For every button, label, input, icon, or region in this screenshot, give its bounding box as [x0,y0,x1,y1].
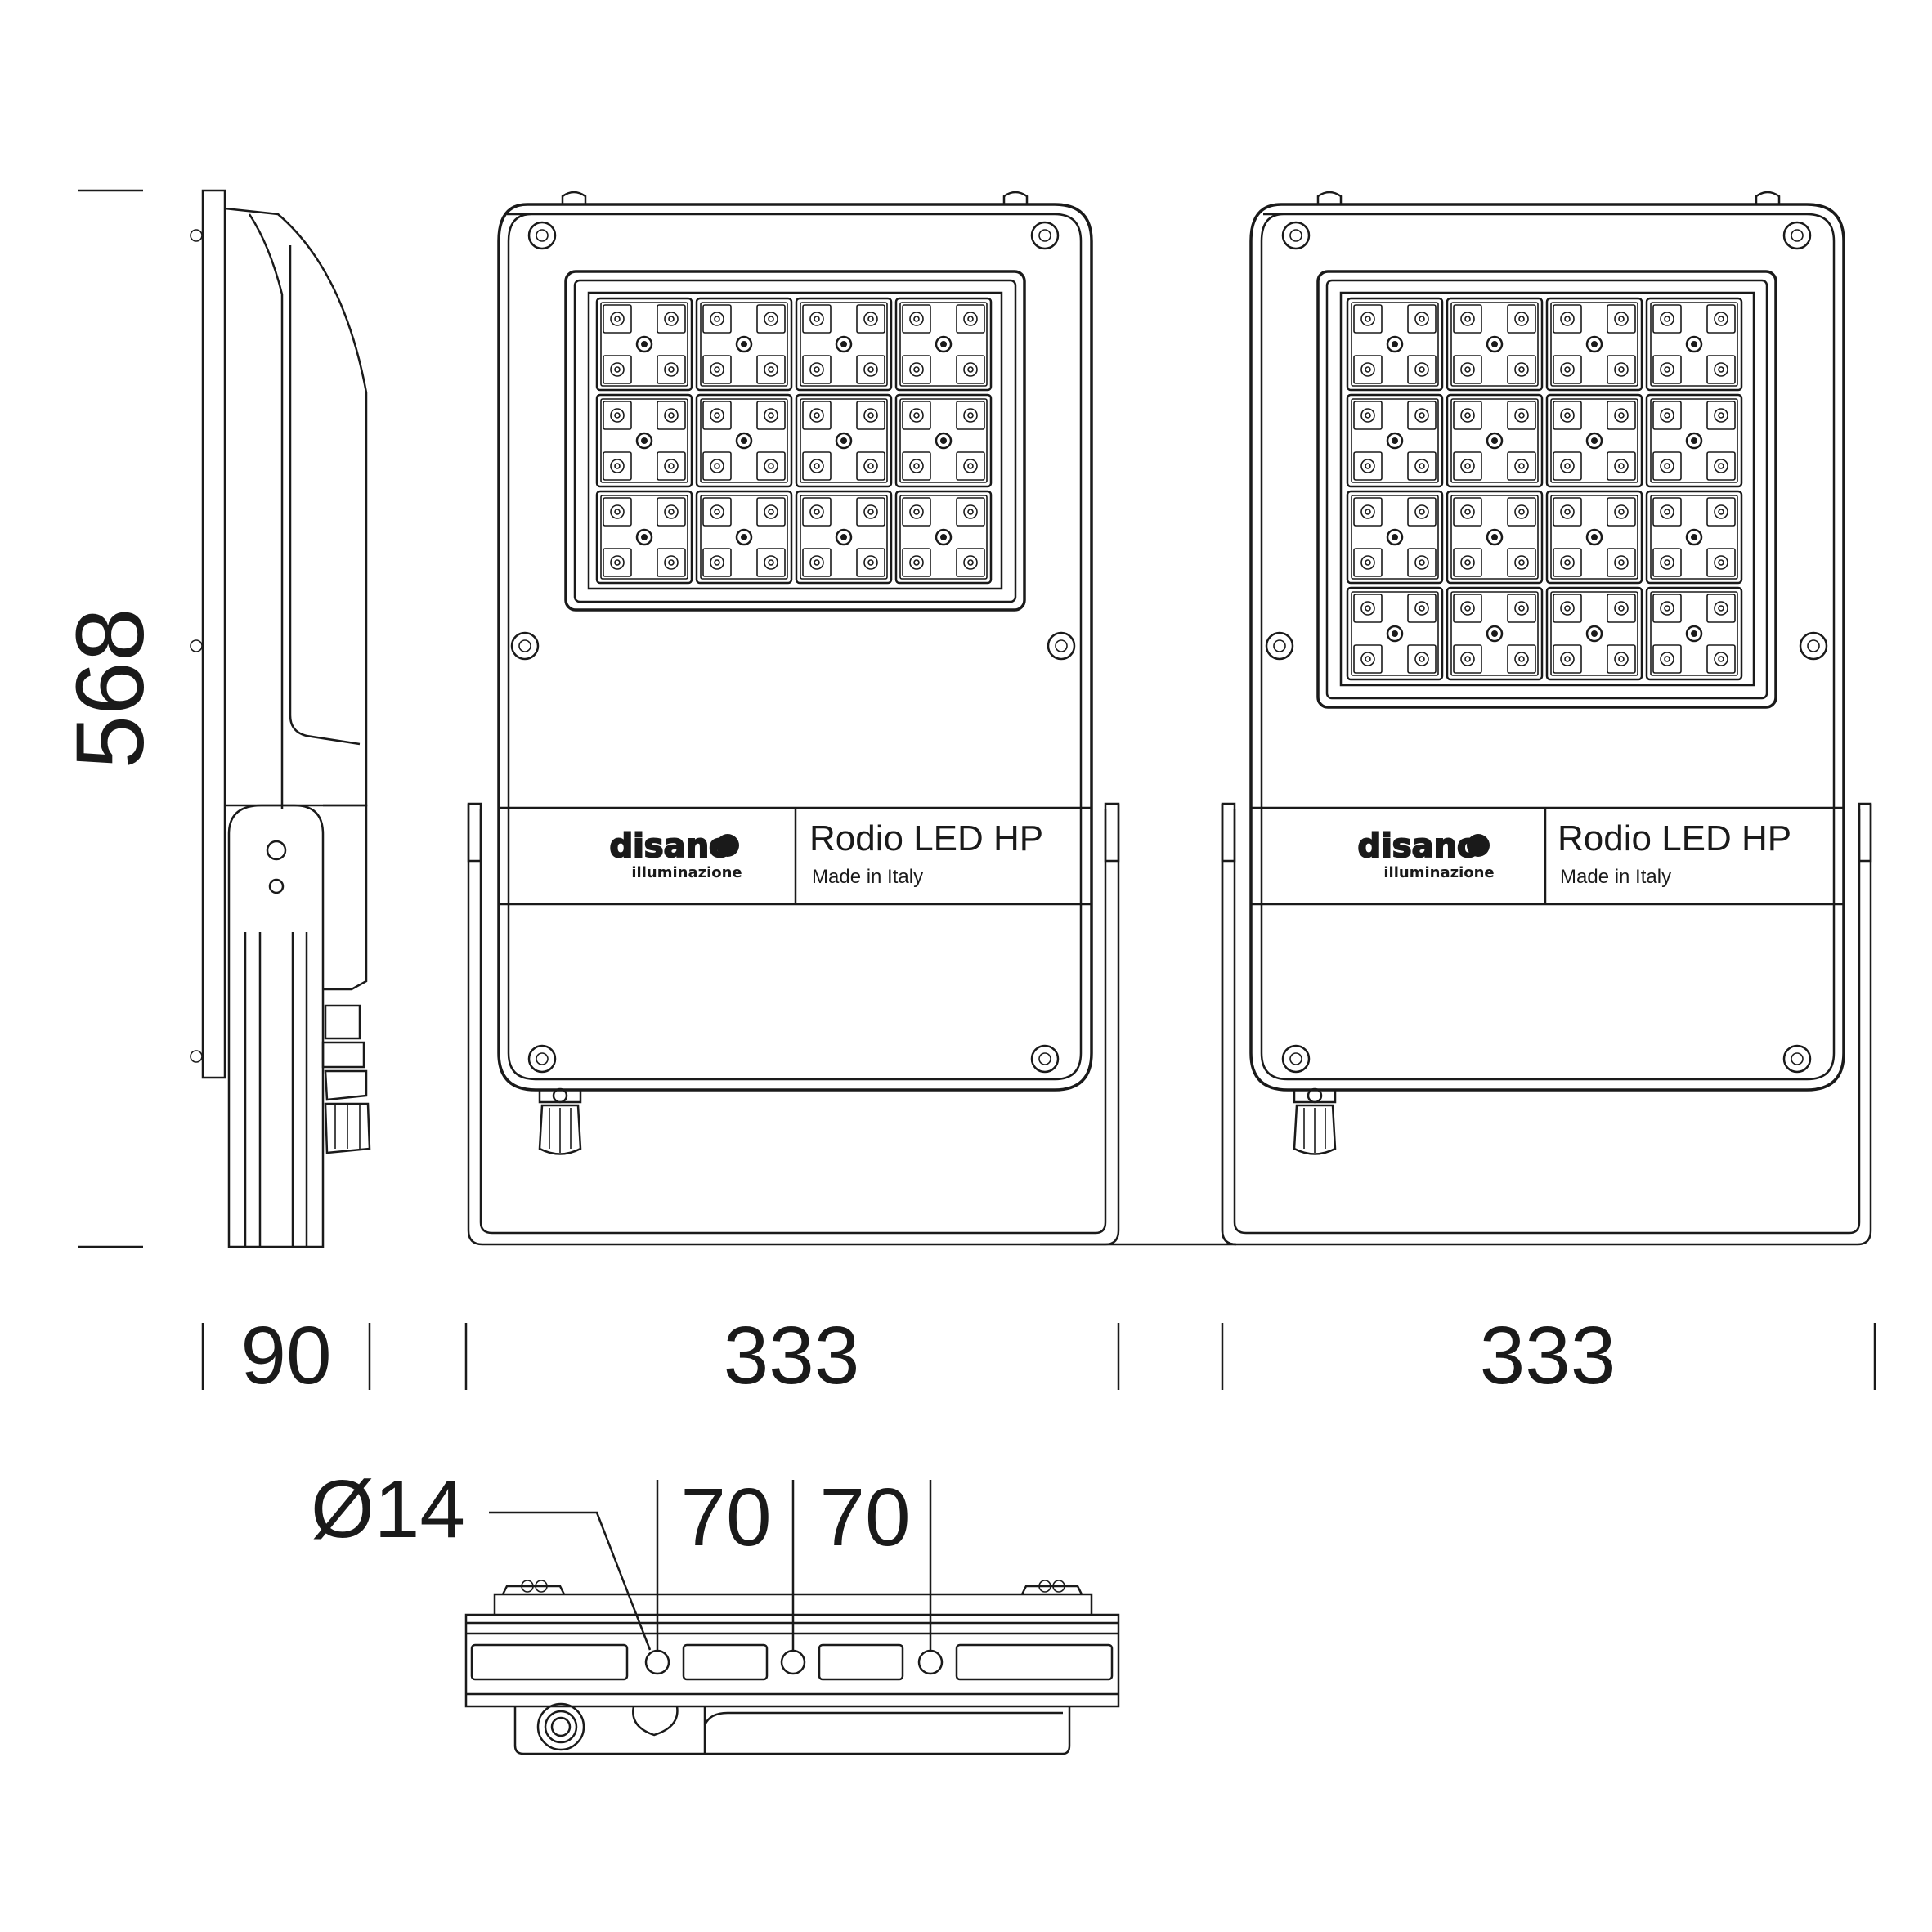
height-label: 568 [56,608,164,769]
width-label-1: 333 [724,1310,860,1401]
hole-spacing-label-2: 70 [819,1472,910,1563]
led-module [1446,490,1544,585]
front-view-2: disano illuminazione Rodio LED HP Made i… [1040,191,1872,1246]
led-module [795,297,893,392]
led-module [1346,586,1444,681]
brand-name: disano [1357,827,1479,865]
product-name: Rodio LED HP [1558,818,1791,858]
led-module-grid [1346,297,1743,681]
led-module [1545,297,1643,392]
led-module [1545,393,1643,488]
front-view-1: disano illuminazione Rodio LED HP Made i… [467,191,1120,1246]
led-module [1446,393,1544,488]
side-view [190,189,371,1248]
led-module-grid [595,297,993,585]
led-module [894,490,993,585]
led-module [1645,490,1743,585]
origin-label: Made in Italy [1560,866,1671,888]
led-module [595,393,693,488]
led-module [1645,393,1743,488]
depth-label: 90 [240,1310,331,1401]
screw-group [510,221,1076,1074]
led-module [595,297,693,392]
brand-logo: disano illuminazione [1356,827,1494,881]
led-module [1645,297,1743,392]
led-module [1545,490,1643,585]
hole-spacing-label-1: 70 [680,1472,771,1563]
led-module [695,297,793,392]
led-module [1545,586,1643,681]
hole-diameter-label: Ø14 [311,1464,465,1555]
led-module [695,393,793,488]
brand-subtitle: illuminazione [1383,864,1494,881]
led-module [1346,297,1444,392]
brand-name: disano [609,827,731,865]
screw-group [1265,221,1828,1074]
led-module [894,393,993,488]
led-module [1446,586,1544,681]
origin-label: Made in Italy [812,866,923,888]
cable-gland [1293,1087,1337,1155]
led-module [894,297,993,392]
width-dimensions: 90 333 333 [201,1310,1876,1401]
led-module [1346,393,1444,488]
height-dimension: 568 [56,189,164,1248]
cable-gland [538,1087,582,1155]
led-module [595,490,693,585]
bottom-view: Ø14 70 70 [311,1464,1120,1755]
led-module [1446,297,1544,392]
led-module [1346,490,1444,585]
led-module [795,490,893,585]
brand-subtitle: illuminazione [631,864,742,881]
led-module [795,393,893,488]
led-module [1645,586,1743,681]
product-name: Rodio LED HP [809,818,1043,858]
brand-logo: disano illuminazione [608,827,742,881]
width-label-2: 333 [1480,1310,1616,1401]
led-module [695,490,793,585]
